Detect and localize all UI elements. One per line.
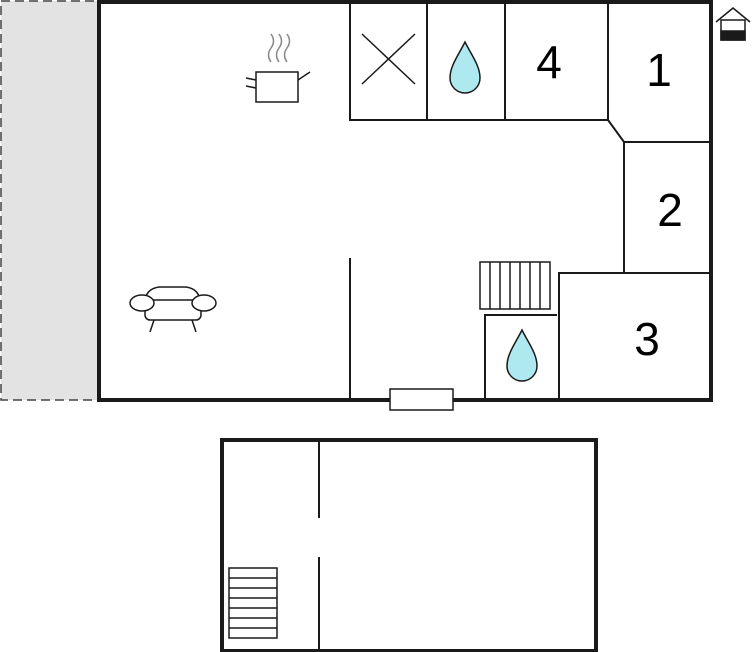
- interior-walls: [349, 2, 709, 398]
- bedroom-3-label: 3: [634, 313, 660, 365]
- bedroom-1-label: 1: [646, 44, 672, 96]
- water-drop-icon: [506, 328, 538, 382]
- bedroom-4-label: 4: [536, 36, 562, 88]
- entrance-door: [389, 388, 454, 411]
- sofa-icon: [129, 286, 217, 333]
- lower-floor-outline: [220, 438, 598, 652]
- x-mark-icon: [361, 33, 416, 85]
- terrace-area: [0, 0, 100, 401]
- main-floor-outline: [97, 0, 713, 402]
- water-drop-icon: [449, 40, 481, 94]
- stairs-icon: [479, 261, 551, 310]
- home-icon: [715, 7, 751, 41]
- cooking-pot-icon: [245, 33, 311, 103]
- bedroom-2-label: 2: [657, 184, 683, 236]
- stairs-icon: [228, 567, 278, 639]
